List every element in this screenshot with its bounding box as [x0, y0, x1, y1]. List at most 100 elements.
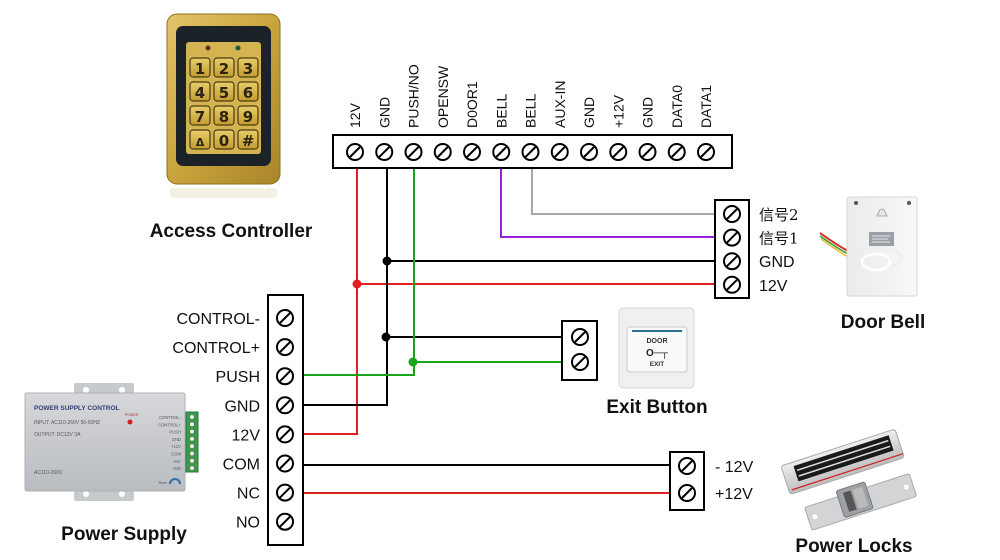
screw-terminal-icon [638, 143, 657, 161]
psu-side-screw-icon [189, 450, 195, 457]
psu-terminal-label-com: COM [223, 457, 260, 474]
power-locks-device [781, 429, 917, 531]
screw-terminal-icon [521, 143, 540, 161]
lock-terminal-label-2: +12V [715, 486, 753, 503]
screw-terminal-icon [667, 143, 686, 161]
screw-terminal-icon [375, 143, 394, 161]
keypad-key: 8 [213, 105, 235, 126]
led-red [205, 45, 211, 51]
keypad-key: 6 [237, 81, 259, 102]
psu-power-label: POWER [125, 413, 139, 417]
junction-black-2 [381, 332, 391, 342]
psu-side-screw-icon [189, 421, 195, 427]
screw-terminal-icon [276, 396, 294, 415]
power-locks-terminal-block: - 12V+12V [669, 451, 754, 511]
psu-side-screw-icon [189, 436, 195, 442]
screw-terminal-icon [580, 143, 598, 161]
psu-terminal-label-nc: NC [237, 486, 260, 503]
caption-power-supply: Power Supply [61, 524, 187, 545]
controller-terminal-label-gnd: GND [376, 97, 392, 128]
wire-black-gnd [303, 168, 388, 406]
junction-red [352, 279, 362, 289]
screw-terminal-icon [678, 457, 696, 475]
controller-terminal-label-bell: BELL [523, 94, 539, 128]
psu-side-label: COM [171, 452, 181, 457]
keypad-key: 0 [213, 129, 235, 150]
psu-terminal-label-control: CONTROL+ [172, 340, 260, 357]
screw-terminal-icon [697, 143, 715, 161]
controller-terminal-label-12v: 12V [347, 102, 363, 128]
screw-terminal-icon [723, 275, 741, 294]
wires [303, 168, 715, 494]
keypad-key: 5 [213, 81, 235, 102]
door-bell-device [819, 196, 918, 297]
exit-button-terminal-block [561, 320, 598, 381]
caption-access-controller: Access Controller [150, 221, 313, 242]
psu-time-label: Time [158, 480, 168, 485]
bell-terminal-label-3: GND [759, 254, 795, 271]
psu-ac: AC110-260V [34, 470, 63, 476]
psu-side-screw-icon [189, 429, 195, 435]
screw-terminal-icon [463, 143, 481, 161]
svg-text:1: 1 [195, 60, 205, 78]
junction-green [408, 357, 418, 367]
psu-side-label: +12V [171, 444, 181, 449]
power-led [127, 419, 133, 425]
svg-text:Δ: Δ [196, 136, 205, 149]
screw-terminal-icon [571, 353, 589, 371]
keypad-key: 3 [237, 57, 259, 78]
svg-text:4: 4 [195, 84, 205, 102]
psu-side-screw-icon [189, 465, 195, 471]
caption-door-bell: Door Bell [841, 312, 925, 333]
screw-terminal-icon [609, 143, 628, 161]
controller-terminal-label-bell: BELL [493, 94, 509, 128]
screw-terminal-icon [433, 143, 452, 161]
controller-terminal-label-data1: DATA1 [698, 85, 714, 128]
svg-text:#: # [242, 132, 255, 150]
psu-side-screw-icon [189, 443, 195, 449]
screw-terminal-icon [571, 328, 589, 346]
screw-terminal-icon [276, 425, 294, 444]
psu-side-label: CONTROL+ [158, 422, 181, 427]
controller-terminal-label-opensw: OPENSW [435, 65, 451, 128]
screw-terminal-icon [550, 143, 569, 161]
wire-green-push [303, 168, 415, 376]
screw-terminal-icon [276, 309, 294, 327]
psu-side-label: GND [172, 437, 181, 442]
psu-input: INPUT: AC110-260V 50-60HZ [34, 420, 100, 426]
svg-text:5: 5 [219, 84, 229, 102]
screw-terminal-icon [678, 484, 696, 502]
psu-terminal-label-push: PUSH [216, 369, 260, 386]
screw-terminal-icon [723, 205, 741, 223]
controller-terminal-label-gnd: GND [581, 97, 597, 128]
bell-terminal-label-4: 12V [759, 278, 788, 295]
screw-terminal-icon [276, 338, 294, 357]
psu-brand: POWER SUPPLY CONTROL [34, 405, 120, 412]
screw-terminal-icon [276, 454, 294, 473]
psu-side-label: +NO [172, 466, 181, 471]
key-icon: O─┬ [646, 348, 669, 359]
exit-face-door: DOOR [647, 338, 668, 345]
controller-terminal-label-aux-in: AUX-IN [552, 81, 568, 128]
bell-terminal-label-2: 信号1 [759, 230, 799, 248]
keypad-key: 4 [189, 81, 211, 102]
keypad-key: # [237, 129, 259, 150]
svg-text:2: 2 [219, 60, 229, 78]
psu-terminal-label-control: CONTROL- [176, 311, 260, 328]
screw-terminal-icon [404, 143, 423, 161]
psu-output: OUTPUT: DC12V 3A [34, 432, 81, 438]
svg-text:8: 8 [219, 108, 229, 126]
exit-face-exit: EXIT [650, 361, 664, 368]
screw-terminal-icon [492, 143, 511, 161]
screw-terminal-icon [346, 143, 364, 161]
psu-side-screw-icon [189, 414, 195, 420]
junction-black-1 [382, 256, 392, 266]
screw-terminal-icon [276, 367, 294, 386]
svg-text:0: 0 [219, 132, 229, 150]
psu-terminal-label-12v: 12V [232, 427, 261, 444]
